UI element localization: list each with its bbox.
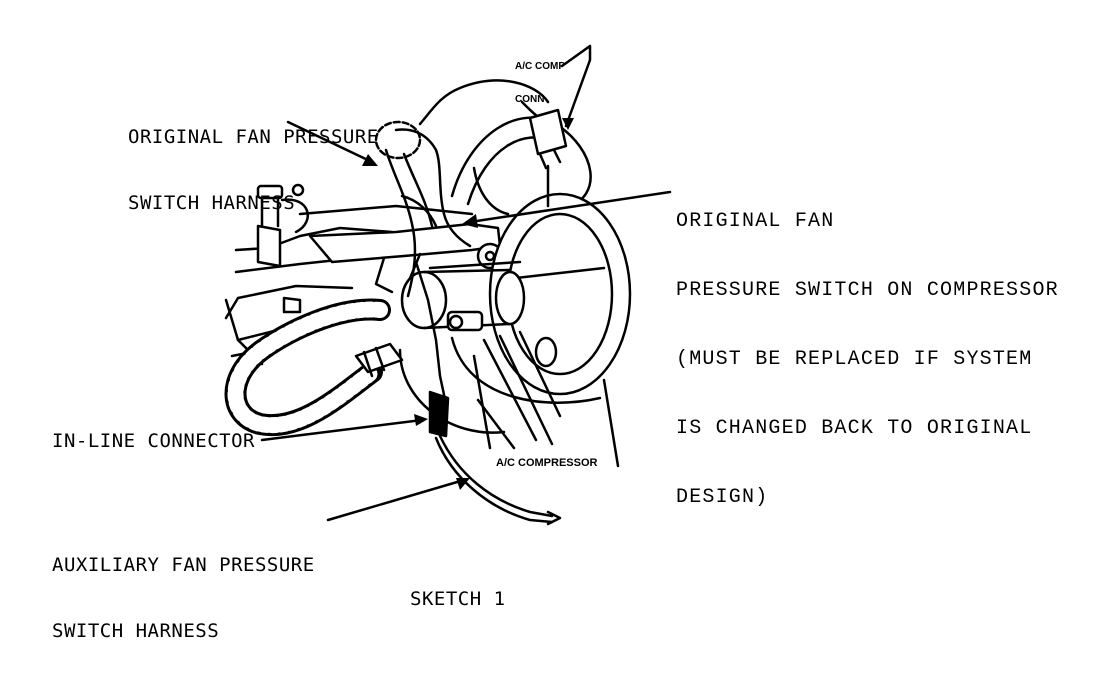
original-switch-line-3: (MUST BE REPLACED IF SYSTEM <box>676 348 1033 371</box>
arrowheads <box>362 118 574 490</box>
sketch-figure: A/C COMP CONN ORIGINAL FAN PRESSURE SWIT… <box>52 39 1059 642</box>
ac-comp-conn-line-1: A/C COMP <box>515 61 565 72</box>
engine-illustration <box>224 44 672 526</box>
auxiliary-harness-label: AUXILIARY FAN PRESSURE SWITCH HARNESS <box>52 510 315 686</box>
original-harness-line-2: SWITCH HARNESS <box>128 192 296 214</box>
corrugated-conduit <box>224 298 404 437</box>
inline-connector-and-aux-harness <box>428 390 562 526</box>
original-switch-label: ORIGINAL FAN PRESSURE SWITCH ON COMPRESS… <box>676 164 1059 555</box>
sketch-caption: SKETCH 1 <box>410 588 506 610</box>
ac-comp-connector <box>520 100 568 208</box>
ac-compressor-label: A/C COMPRESSOR <box>496 457 598 469</box>
ac-comp-conn-line-2: CONN <box>515 94 545 105</box>
original-switch-line-1: ORIGINAL FAN <box>676 210 835 233</box>
original-harness-line-1: ORIGINAL FAN PRESSURE <box>128 126 379 148</box>
compressor-fittings <box>400 268 562 450</box>
inline-connector-label: IN-LINE CONNECTOR <box>52 430 255 452</box>
auxiliary-harness-line-2: SWITCH HARNESS <box>52 620 220 642</box>
original-switch-line-2: PRESSURE SWITCH ON COMPRESSOR <box>676 279 1059 302</box>
original-switch-line-5: DESIGN) <box>676 486 769 509</box>
leader-lines <box>260 44 672 522</box>
original-harness-label: ORIGINAL FAN PRESSURE SWITCH HARNESS <box>128 82 379 258</box>
auxiliary-harness-line-1: AUXILIARY FAN PRESSURE <box>52 554 315 576</box>
original-switch-line-4: IS CHANGED BACK TO ORIGINAL <box>676 417 1033 440</box>
original-harness-wires <box>374 79 550 406</box>
ac-comp-conn-label: A/C COMP CONN <box>515 39 565 127</box>
